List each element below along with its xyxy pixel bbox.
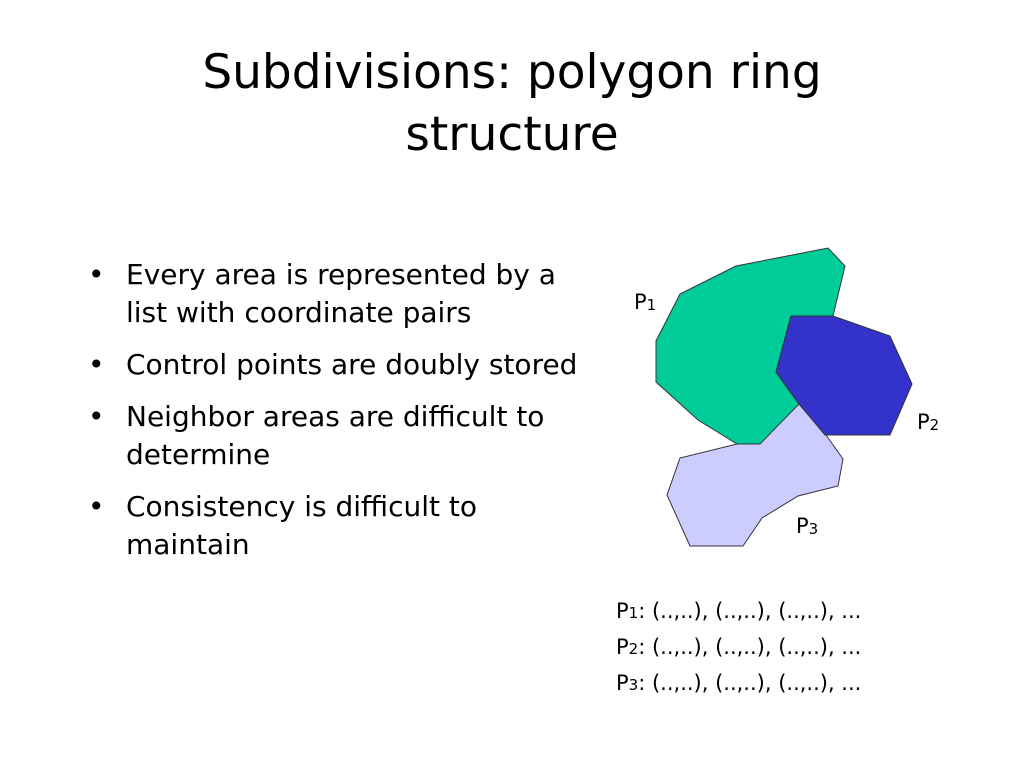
- coord-text: : (..,..), (..,..), (..,..), ...: [638, 599, 862, 623]
- polygon-p2: [775, 315, 913, 436]
- coord-sub: 3: [628, 676, 639, 694]
- label-p2: P2: [917, 410, 939, 436]
- coord-row-p3: P3: (..,..), (..,..), (..,..), ...: [616, 666, 1006, 702]
- label-p1: P1: [634, 290, 656, 316]
- coord-row-p1: P1: (..,..), (..,..), (..,..), ...: [616, 594, 1006, 630]
- bullet-item: Every area is represented by a list with…: [88, 256, 588, 332]
- coordinate-lists: P1: (..,..), (..,..), (..,..), ... P2: (…: [616, 594, 1006, 702]
- slide-title: Subdivisions: polygon ring structure: [0, 42, 1024, 166]
- label-p1-sub: 1: [646, 296, 657, 314]
- label-p3-sub: 3: [808, 520, 819, 538]
- bullet-item: Neighbor areas are difficult to determin…: [88, 398, 588, 474]
- title-line-1: Subdivisions: polygon ring: [202, 45, 822, 100]
- coord-row-p2: P2: (..,..), (..,..), (..,..), ...: [616, 630, 1006, 666]
- label-p2-main: P: [917, 410, 930, 434]
- label-p2-sub: 2: [929, 416, 940, 434]
- label-p3-main: P: [796, 514, 809, 538]
- coord-sub: 1: [628, 604, 639, 622]
- polygon-p1: [655, 247, 846, 445]
- bullet-list: Every area is represented by a list with…: [88, 256, 588, 578]
- coord-name: P: [616, 671, 629, 695]
- title-line-2: structure: [405, 107, 619, 162]
- bullet-item: Control points are doubly stored: [88, 346, 588, 384]
- coord-text: : (..,..), (..,..), (..,..), ...: [638, 671, 862, 695]
- coord-name: P: [616, 635, 629, 659]
- polygon-diagram-svg: [655, 247, 913, 547]
- coord-sub: 2: [628, 640, 639, 658]
- polygon-diagram: P1 P2 P3: [634, 230, 980, 560]
- coord-name: P: [616, 599, 629, 623]
- coord-text: : (..,..), (..,..), (..,..), ...: [638, 635, 862, 659]
- label-p1-main: P: [634, 290, 647, 314]
- bullet-item: Consistency is difficult to maintain: [88, 488, 588, 564]
- label-p3: P3: [796, 514, 818, 540]
